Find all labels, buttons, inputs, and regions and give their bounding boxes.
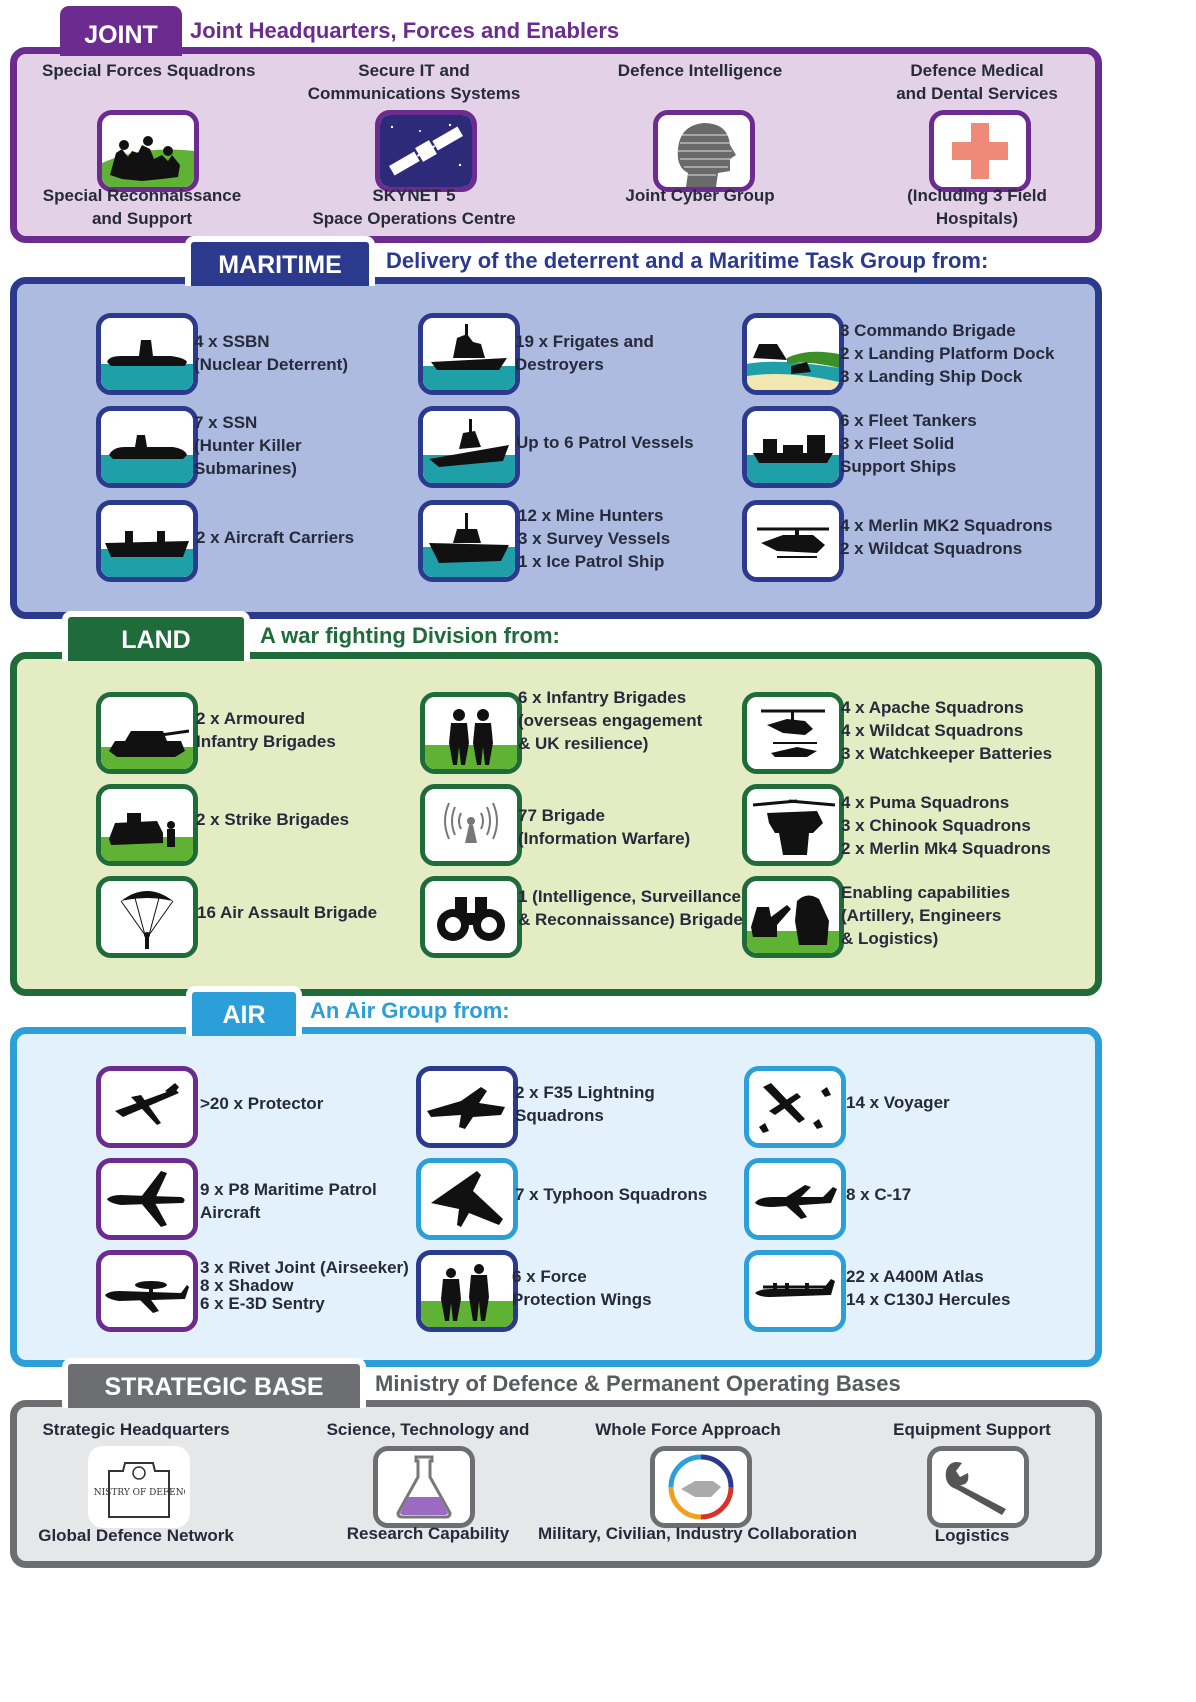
apache-helicopter-icon — [742, 692, 844, 774]
base-item-top: Whole Force Approach — [595, 1420, 781, 1439]
air-item-label: 14 x Voyager — [846, 1093, 950, 1112]
infantry-soldiers-icon — [420, 692, 522, 774]
tank-icon — [96, 692, 198, 774]
land-item-label: 77 Brigade(Information Warfare) — [518, 806, 691, 848]
base-tab: STRATEGIC BASE — [62, 1358, 366, 1408]
ssbn-submarine-icon — [96, 313, 198, 395]
patrol-vessel-icon — [418, 406, 520, 488]
typhoon-jet-icon — [416, 1158, 518, 1240]
air-heading: An Air Group from: — [310, 998, 510, 1023]
aircraft-carrier-icon — [96, 500, 198, 582]
a400m-transport-icon — [744, 1250, 846, 1332]
broadcast-signal-icon — [420, 784, 522, 866]
land-tab: LAND — [62, 611, 250, 661]
voyager-tanker-icon — [744, 1066, 846, 1148]
chinook-helicopter-icon — [742, 784, 844, 866]
base-item-bottom: Global Defence Network — [38, 1526, 234, 1545]
satellite-icon — [375, 110, 477, 192]
parachute-icon — [96, 876, 198, 958]
ssn-submarine-icon — [96, 406, 198, 488]
mod-logo-text: MINISTRY OF DEFENCE — [93, 1488, 185, 1498]
air-item-label: 8 x C-17 — [846, 1185, 912, 1204]
base-item-top: Science, Technology and — [326, 1420, 530, 1439]
base-item-top: Strategic Headquarters — [42, 1420, 230, 1439]
land-heading: A war fighting Division from: — [260, 623, 560, 648]
merlin-helicopter-icon — [742, 500, 844, 582]
maritime-item-label: 4 x SSBN(Nuclear Deterrent) — [194, 332, 348, 374]
engineer-digger-icon — [742, 876, 844, 958]
fleet-tanker-icon — [742, 406, 844, 488]
base-item-top: Equipment Support — [893, 1420, 1051, 1439]
maritime-item-label: Up to 6 Patrol Vessels — [516, 433, 694, 452]
joint-item-top: Defence Intelligence — [617, 61, 783, 80]
base-item-bottom: Military, Civilian, Industry Collaborati… — [538, 1524, 857, 1543]
base-heading: Ministry of Defence & Permanent Operatin… — [375, 1371, 901, 1396]
force-protection-icon — [416, 1250, 518, 1332]
joint-item-top: Special Forces Squadrons — [42, 61, 256, 80]
land-item-label: 6 x Infantry Brigades(overseas engagemen… — [518, 688, 703, 753]
air-tab: AIR — [186, 986, 302, 1036]
frigate-icon — [418, 313, 520, 395]
special-forces-icon — [97, 110, 199, 192]
base-item-bottom: Logistics — [934, 1526, 1010, 1545]
cyber-head-icon — [653, 110, 755, 192]
air-item-label: 7 x Typhoon Squadrons — [515, 1185, 708, 1204]
maritime-item-label: 2 x Aircraft Carriers — [196, 528, 355, 547]
land-item-label: 16 Air Assault Brigade — [197, 903, 378, 922]
flask-icon — [373, 1446, 475, 1528]
medical-cross-icon — [929, 110, 1031, 192]
joint-heading: Joint Headquarters, Forces and Enablers — [190, 18, 620, 43]
base-panel — [10, 1400, 1102, 1568]
sentry-aircraft-icon — [96, 1250, 198, 1332]
base-item-bottom: Research Capability — [346, 1524, 510, 1543]
maritime-tab: MARITIME — [185, 236, 375, 286]
wrench-icon — [927, 1446, 1029, 1528]
joint-tab: JOINT — [60, 6, 182, 56]
land-item-label: 1 (Intelligence, Surveillance& Reconnais… — [518, 887, 743, 929]
handshake-icon — [650, 1446, 752, 1528]
joint-item-bottom: Joint Cyber Group — [625, 186, 775, 205]
maritime-heading: Delivery of the deterrent and a Maritime… — [386, 248, 989, 273]
air-item-label: >20 x Protector — [200, 1094, 324, 1113]
land-item-label: Enabling capabilities(Artillery, Enginee… — [841, 883, 1011, 948]
protector-drone-icon — [96, 1066, 198, 1148]
f35-jet-icon — [416, 1066, 518, 1148]
mine-hunter-icon — [418, 500, 520, 582]
c17-transport-icon — [744, 1158, 846, 1240]
armoured-vehicle-icon — [96, 784, 198, 866]
binoculars-icon — [420, 876, 522, 958]
p8-aircraft-icon — [96, 1158, 198, 1240]
landing-craft-icon — [742, 313, 844, 395]
land-item-label: 2 x Strike Brigades — [196, 810, 350, 829]
mod-crest-icon: MINISTRY OF DEFENCE — [88, 1446, 190, 1528]
